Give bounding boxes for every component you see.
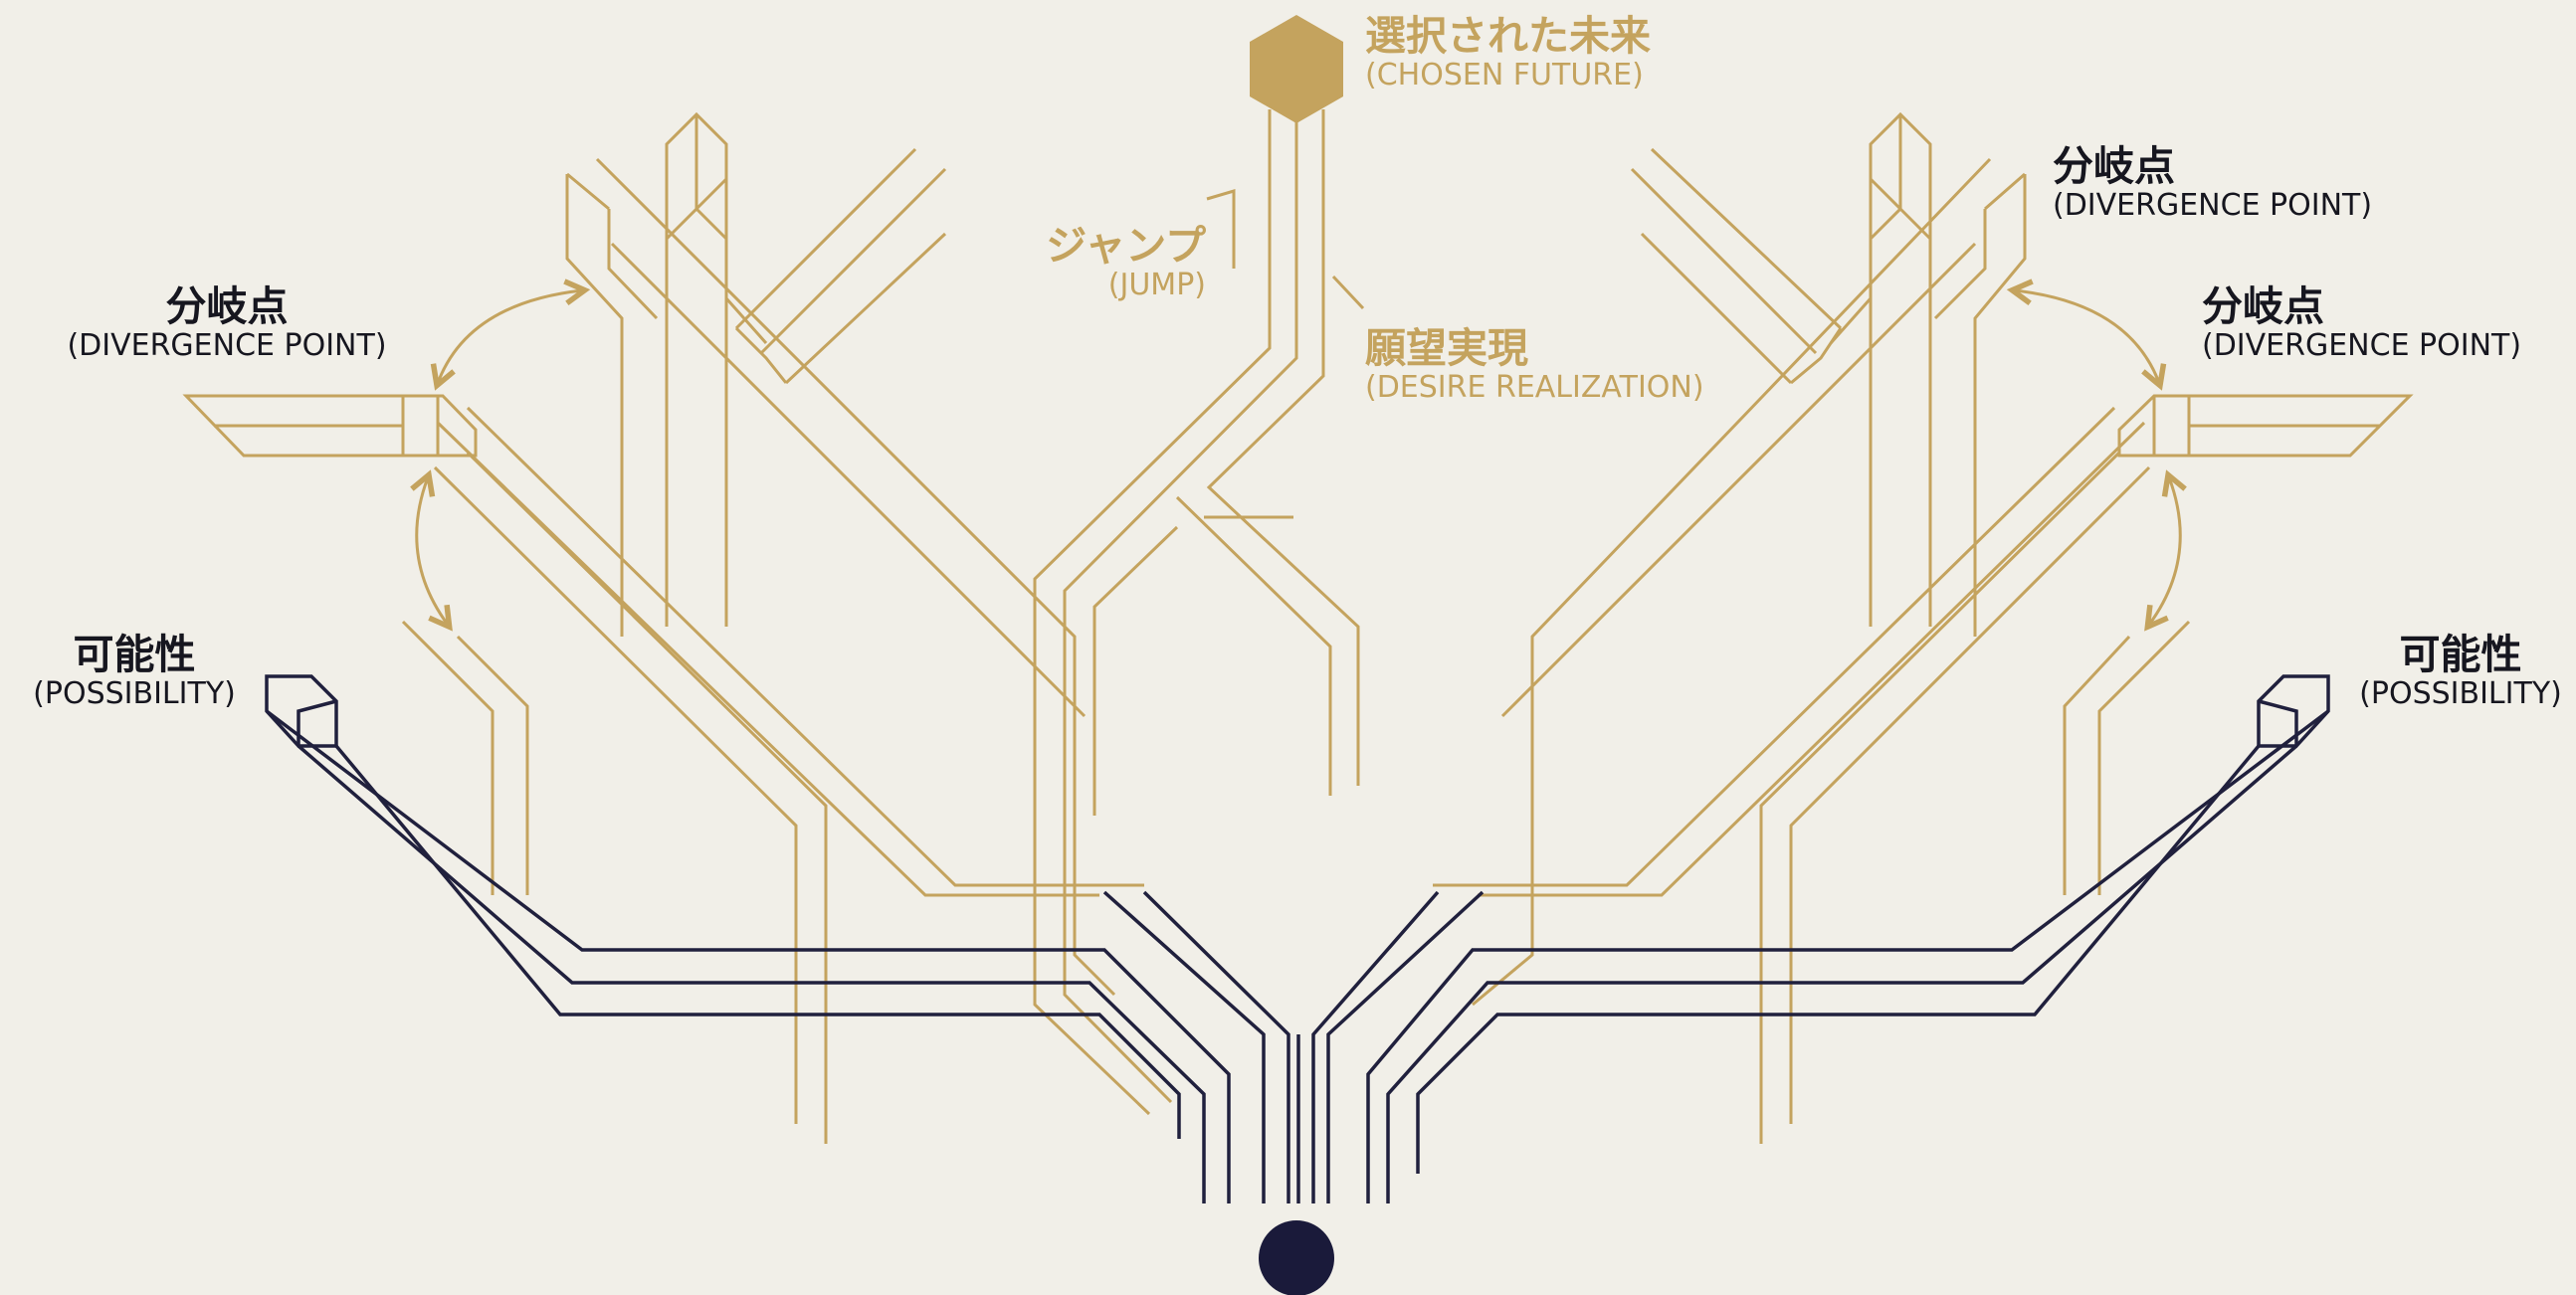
arrow-left-upper [430, 278, 591, 391]
divergence-left-en: (DIVERGENCE POINT) [67, 328, 387, 364]
arrow-right-upper [2006, 278, 2167, 391]
gold-branches [182, 109, 2414, 1144]
divergence-right-top-label: 分岐点 (DIVERGENCE POINT) [2053, 142, 2373, 224]
arrow-left-lower [410, 469, 453, 632]
navy-roots [265, 674, 2330, 1203]
possibility-right-label: 可能性 (POSSIBILITY) [2346, 631, 2575, 712]
possibility-right-jp: 可能性 [2399, 631, 2522, 678]
chosen-future-jp: 選択された未来 [1365, 12, 1651, 60]
left-towers [565, 111, 768, 637]
divergence-left-label: 分岐点 (DIVERGENCE POINT) [58, 282, 396, 364]
origin-dot [1259, 1220, 1334, 1295]
arrow-right-lower [2144, 469, 2187, 632]
divergence-arrows [410, 278, 2187, 632]
right-divergence-platform [2117, 394, 2414, 458]
desire-realization-pointer [1331, 275, 1365, 310]
jump-bracket [1206, 188, 1236, 269]
left-diagonal-bundle [433, 147, 1144, 1144]
right-diagonal-bundle [1433, 147, 2151, 1144]
jump-en: (JUMP) [1107, 268, 1206, 303]
right-lower-verticals [2063, 620, 2191, 895]
divergence-right-jp: 分岐点 [2202, 282, 2324, 330]
divergence-right-top-jp: 分岐点 [2053, 142, 2175, 190]
trunk-to-chosen-future [1033, 109, 1360, 1116]
divergence-right-label: 分岐点 (DIVERGENCE POINT) [2202, 282, 2522, 364]
desire-realization-jp: 願望実現 [1365, 324, 1528, 372]
desire-realization-en: (DESIRE REALIZATION) [1365, 370, 1704, 406]
left-lower-verticals [401, 620, 529, 895]
chosen-future-en: (CHOSEN FUTURE) [1365, 58, 1644, 93]
chosen-future-label: 選択された未来 (CHOSEN FUTURE) [1365, 12, 1651, 93]
divergence-right-en: (DIVERGENCE POINT) [2202, 328, 2522, 364]
possibility-left-jp: 可能性 [73, 631, 196, 678]
jump-label: ジャンプ (JUMP) [995, 222, 1206, 303]
divergence-left-jp: 分岐点 [165, 282, 289, 330]
possibility-left-label: 可能性 (POSSIBILITY) [20, 631, 249, 712]
possibility-left-en: (POSSIBILITY) [33, 676, 236, 712]
left-divergence-platform [182, 394, 478, 458]
possibility-right-en: (POSSIBILITY) [2359, 676, 2562, 712]
chosen-future-hexagon [1250, 15, 1343, 123]
desire-realization-label: 願望実現 (DESIRE REALIZATION) [1365, 324, 1704, 406]
right-towers [1829, 111, 2027, 637]
jump-jp: ジャンプ [1046, 222, 1206, 270]
divergence-right-top-en: (DIVERGENCE POINT) [2053, 188, 2373, 224]
